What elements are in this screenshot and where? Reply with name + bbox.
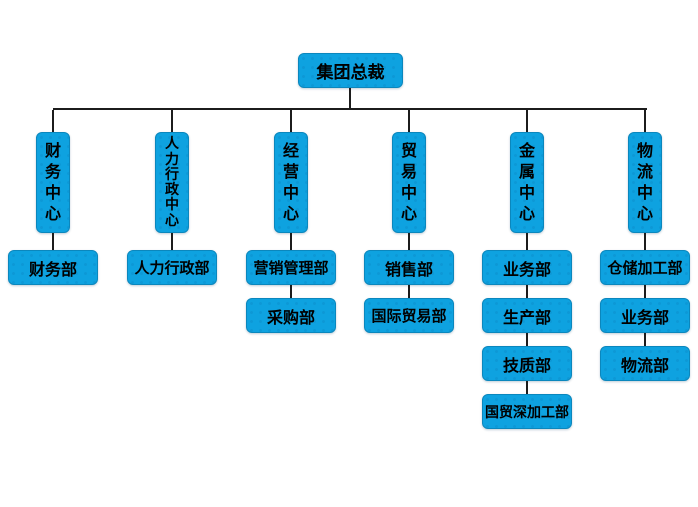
center-node-label: 财务中心 bbox=[44, 141, 61, 223]
connector-line bbox=[644, 285, 646, 298]
center-node: 金属中心 bbox=[510, 132, 544, 233]
connector-line bbox=[644, 110, 646, 132]
connector-line bbox=[644, 333, 646, 346]
department-node: 财务部 bbox=[8, 250, 98, 285]
connector-line bbox=[290, 233, 292, 250]
connector-line bbox=[408, 233, 410, 250]
root-node: 集团总裁 bbox=[298, 53, 403, 88]
department-node: 物流部 bbox=[600, 346, 690, 381]
center-node-label: 物流中心 bbox=[636, 141, 653, 223]
connector-line bbox=[290, 110, 292, 132]
department-node: 人力行政部 bbox=[127, 250, 217, 285]
department-node: 国际贸易部 bbox=[364, 298, 454, 333]
connector-line bbox=[52, 110, 54, 132]
connector-line bbox=[171, 233, 173, 250]
center-node-label: 贸易中心 bbox=[400, 141, 417, 223]
center-node: 经营中心 bbox=[274, 132, 308, 233]
center-node: 贸易中心 bbox=[392, 132, 426, 233]
department-node: 业务部 bbox=[600, 298, 690, 333]
department-node: 营销管理部 bbox=[246, 250, 336, 285]
center-node: 物流中心 bbox=[628, 132, 662, 233]
connector-line bbox=[526, 110, 528, 132]
center-node-label: 人力行政中心 bbox=[165, 136, 179, 229]
center-node: 财务中心 bbox=[36, 132, 70, 233]
department-node: 业务部 bbox=[482, 250, 572, 285]
department-node: 采购部 bbox=[246, 298, 336, 333]
center-node: 人力行政中心 bbox=[155, 132, 189, 233]
department-node: 技质部 bbox=[482, 346, 572, 381]
department-node: 国贸深加工部 bbox=[482, 394, 572, 429]
center-node-label: 金属中心 bbox=[518, 141, 535, 223]
connector-line bbox=[526, 285, 528, 298]
department-node: 仓储加工部 bbox=[600, 250, 690, 285]
connector-line bbox=[408, 110, 410, 132]
connector-line bbox=[408, 285, 410, 298]
connector-line bbox=[349, 88, 351, 108]
department-node: 销售部 bbox=[364, 250, 454, 285]
connector-line bbox=[644, 233, 646, 250]
connector-line bbox=[171, 110, 173, 132]
connector-line bbox=[526, 381, 528, 394]
connector-line bbox=[290, 285, 292, 298]
center-node-label: 经营中心 bbox=[282, 141, 299, 223]
connector-line bbox=[52, 233, 54, 250]
connector-line bbox=[526, 233, 528, 250]
department-node: 生产部 bbox=[482, 298, 572, 333]
connector-line bbox=[526, 333, 528, 346]
connector-line bbox=[53, 108, 647, 110]
